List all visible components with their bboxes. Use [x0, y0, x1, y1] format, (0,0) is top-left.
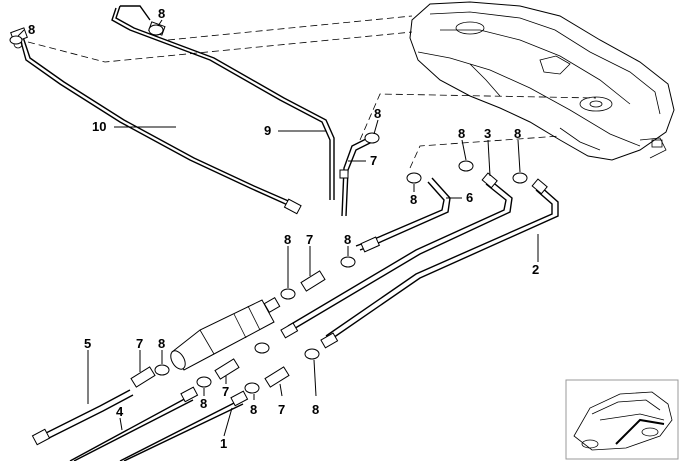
- callout-7: 7: [278, 402, 285, 417]
- callout-8: 8: [458, 126, 465, 141]
- car-thumbnail-icon[interactable]: [565, 379, 679, 460]
- fuel-filter-icon: [170, 296, 281, 371]
- callout-8: 8: [514, 126, 521, 141]
- fuel-line-1: [119, 390, 249, 461]
- callout-2: 2: [532, 262, 539, 277]
- fuel-line-5: [31, 389, 134, 446]
- callout-8: 8: [28, 22, 35, 37]
- callout-8: 8: [410, 192, 417, 207]
- callout-8: 8: [344, 232, 351, 247]
- callout-8: 8: [284, 232, 291, 247]
- callout-7: 7: [136, 336, 143, 351]
- callout-9: 9: [264, 123, 271, 138]
- fuel-tank-icon: [409, 1, 675, 161]
- callout-1: 1: [220, 436, 227, 451]
- fuel-line-3: [280, 172, 513, 339]
- callout-7: 7: [222, 384, 229, 399]
- callout-4: 4: [116, 404, 124, 419]
- callout-8: 8: [158, 6, 165, 21]
- fuel-line-4: [69, 386, 199, 461]
- hose-clamps: [9, 24, 528, 394]
- reference-lines: [27, 15, 597, 169]
- callout-labels: 8 8 10 9 8 7 8 3 8 8 6 2 8 7 8 5 7 8 4 8…: [28, 6, 539, 451]
- callout-8: 8: [374, 106, 381, 121]
- fuel-line-6: [355, 177, 451, 253]
- callout-10: 10: [92, 119, 106, 134]
- callout-8: 8: [312, 402, 319, 417]
- callout-5: 5: [84, 336, 91, 351]
- callout-7: 7: [370, 153, 377, 168]
- callout-3: 3: [484, 126, 491, 141]
- callout-8: 8: [200, 396, 207, 411]
- fuel-line-2: [320, 178, 559, 349]
- callout-7: 7: [306, 232, 313, 247]
- fuel-line-7-upper: [339, 137, 373, 217]
- short-hoses: [130, 270, 326, 388]
- leader-lines: [17, 19, 539, 437]
- callout-8: 8: [158, 336, 165, 351]
- callout-8: 8: [250, 402, 257, 417]
- fuel-line-10: [10, 27, 302, 215]
- callout-6: 6: [466, 190, 473, 205]
